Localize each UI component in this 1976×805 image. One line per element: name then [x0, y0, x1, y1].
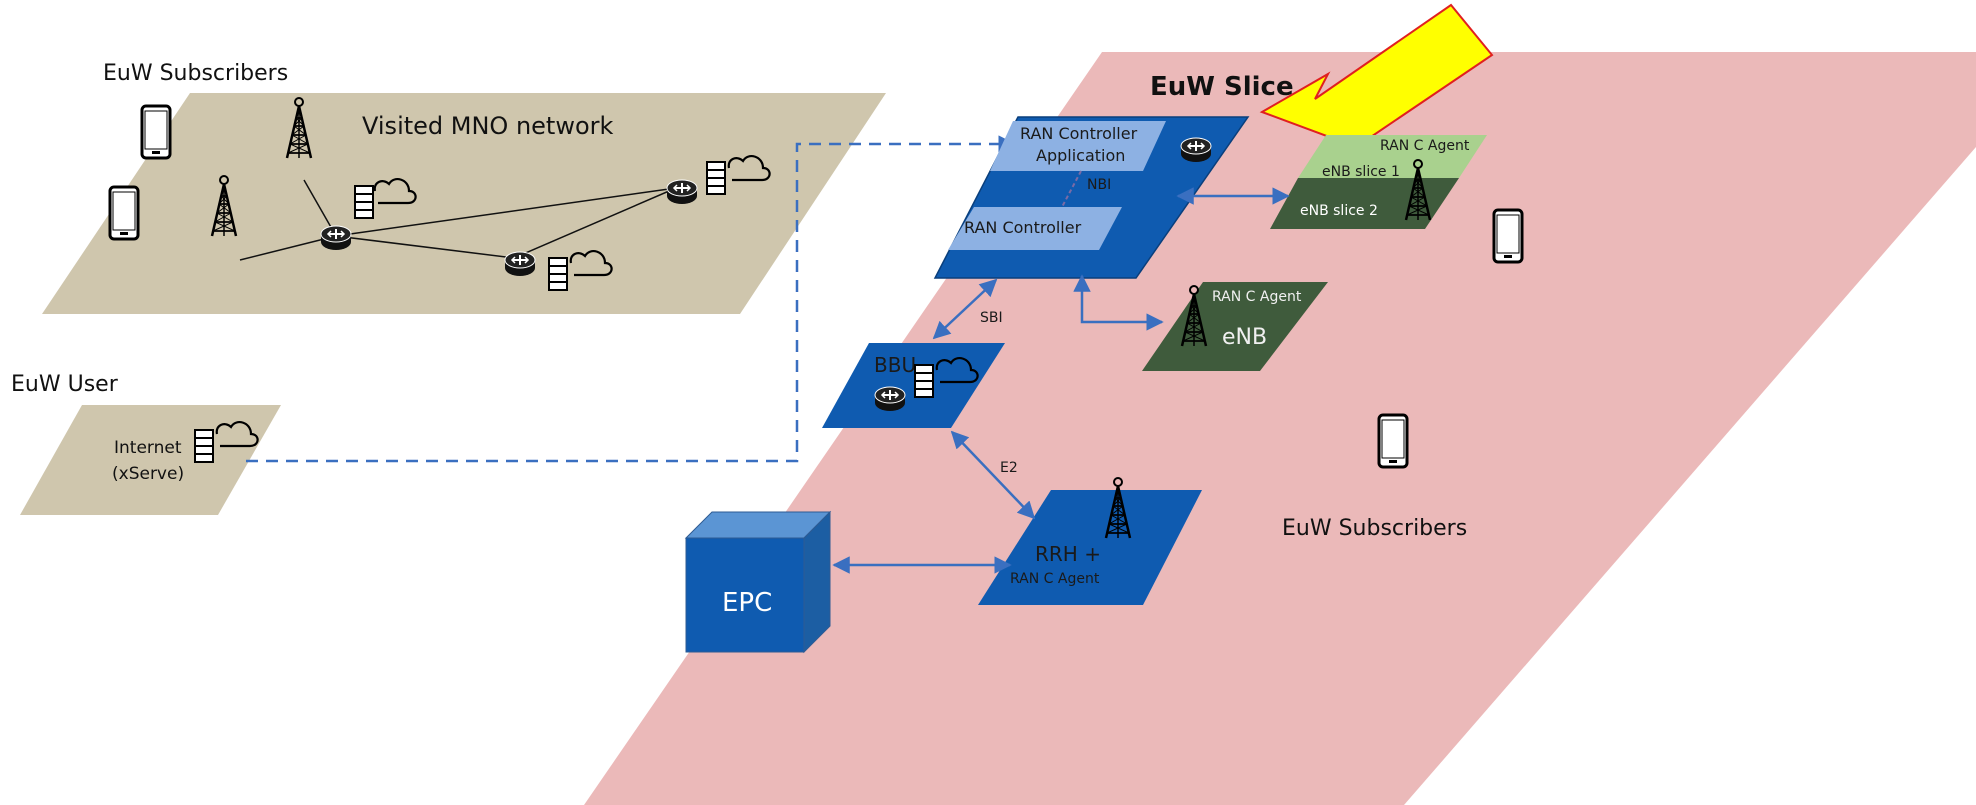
epc-label: EPC — [722, 588, 772, 618]
router-icon — [1180, 137, 1212, 163]
subscribers-top-label: EuW Subscribers — [103, 61, 288, 86]
sbi-label: SBI — [980, 310, 1003, 326]
rrh-label: RRH + — [1035, 542, 1101, 566]
ran-controller-label: RAN Controller — [964, 218, 1082, 237]
smartphone-icon — [140, 104, 172, 160]
connection-arrows — [832, 187, 1290, 574]
enb-slice-2-label: eNB slice 2 — [1300, 203, 1378, 219]
e2-label: E2 — [1000, 460, 1018, 476]
server-stack-icon — [194, 429, 214, 463]
mno-links — [239, 179, 677, 261]
enb-slice-1-label: eNB slice 1 — [1322, 164, 1400, 180]
enb-slice-top — [1298, 135, 1487, 178]
smartphone-icon — [1377, 413, 1409, 469]
internet-sublabel: (xServe) — [112, 464, 184, 484]
user-label: EuW User — [11, 372, 119, 397]
router-icon — [666, 179, 698, 205]
router-icon — [874, 386, 906, 412]
smartphone-icon — [108, 185, 140, 241]
ran-c-agent-rrh-label: RAN C Agent — [1010, 571, 1100, 587]
ran-ctrl-app-label-1: RAN Controller — [1020, 124, 1138, 143]
router-icon — [504, 251, 536, 277]
bbu-label: BBU — [874, 353, 916, 377]
ran-controller-app-box — [990, 121, 1166, 171]
enb-label: eNB — [1222, 325, 1267, 350]
bbu-box — [822, 343, 1005, 428]
epc-cube — [684, 510, 832, 654]
server-stack-icon — [706, 161, 726, 195]
server-stack-icon — [914, 364, 934, 398]
dashed-link — [246, 135, 1016, 463]
subscribers-bottom-label: EuW Subscribers — [1282, 516, 1467, 541]
enb-box — [1142, 282, 1328, 371]
ran-controller-inner-box — [948, 207, 1122, 250]
router-icon — [320, 225, 352, 251]
ran-c-agent-mid-label: RAN C Agent — [1212, 289, 1302, 305]
smartphone-icon — [1492, 208, 1524, 264]
visited-mno-plane — [42, 93, 886, 314]
nbi-label: NBI — [1087, 177, 1111, 193]
server-stack-icon — [354, 185, 374, 219]
slice-title: EuW Slice — [1150, 72, 1294, 102]
ran-ctrl-app-label-2: Application — [1036, 146, 1125, 165]
visited-mno-label: Visited MNO network — [362, 112, 614, 140]
euw-slice-plane — [584, 52, 1976, 805]
internet-label: Internet — [114, 438, 182, 458]
ran-c-agent-top-label: RAN C Agent — [1380, 138, 1470, 154]
server-stack-icon — [548, 257, 568, 291]
